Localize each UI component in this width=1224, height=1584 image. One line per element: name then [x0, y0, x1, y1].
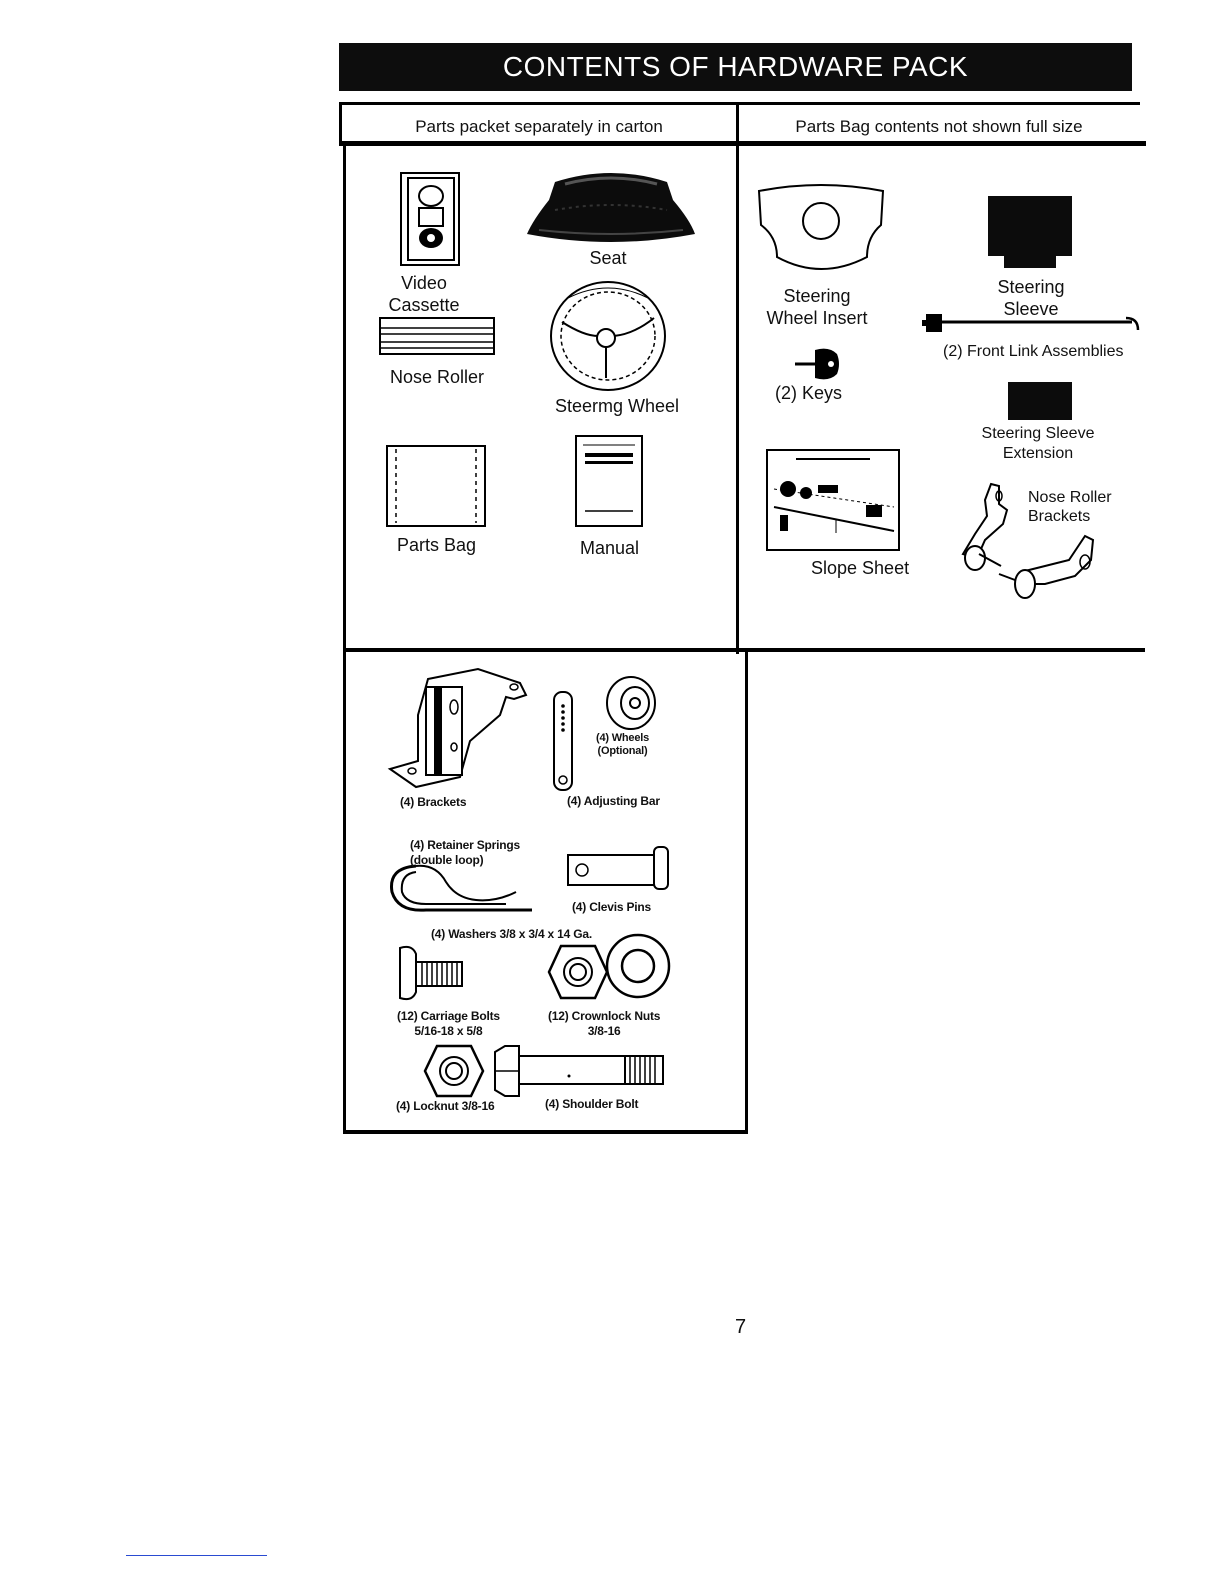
steering-sleeve-extension-label: Steering Sleeve Extension	[981, 425, 1095, 462]
footer-link-line	[126, 1555, 267, 1556]
hardware-bottom-rule	[343, 1130, 748, 1134]
header-bottom-rule	[339, 141, 1146, 146]
section-divider	[343, 648, 1145, 652]
bracket-icon	[387, 667, 528, 789]
brackets-label: (4) Brackets	[400, 795, 467, 809]
nose-roller-label: Nose Roller	[390, 367, 485, 387]
nose-roller-icon	[379, 317, 495, 355]
steering-sleeve-icon	[988, 196, 1072, 268]
manual-icon	[575, 435, 643, 527]
carriage-bolts-label: (12) Carriage Bolts 5/16-18 x 5/8	[397, 1009, 500, 1038]
video-cassette-icon	[400, 172, 460, 266]
steering-sleeve-label: Steering Sleeve	[997, 277, 1065, 319]
adjusting-bar-label: (4) Adjusting Bar	[567, 794, 660, 808]
page-number: 7	[735, 1316, 747, 1338]
nose-roller-brackets-label: Nose Roller Brackets	[1028, 489, 1112, 525]
keys-label: (2) Keys	[775, 383, 843, 403]
seat-label: Seat	[589, 248, 627, 268]
retainer-springs-label: (4) Retainer Springs (double loop)	[410, 838, 521, 867]
nose-roller-bracket-icon	[961, 482, 1095, 599]
carton-left-rule	[343, 146, 346, 1134]
washers-label: (4) Washers 3/8 x 3/4 x 14 Ga.	[431, 927, 592, 941]
steering-wheel-label: Steermg Wheel	[555, 396, 680, 416]
column-divider	[736, 102, 739, 654]
manual-label: Manual	[580, 538, 640, 558]
slope-sheet-icon	[766, 449, 900, 551]
wheels-label: (4) Wheels (Optional)	[596, 732, 650, 757]
locknut-icon	[423, 1044, 485, 1098]
parts-bag-icon	[386, 445, 486, 527]
key-icon	[795, 348, 839, 380]
retainer-spring-icon	[390, 864, 532, 912]
shoulder-bolt-icon	[494, 1045, 664, 1097]
shoulder-bolt-label: (4) Shoulder Bolt	[545, 1097, 639, 1111]
slope-sheet-label: Slope Sheet	[811, 558, 910, 578]
front-link-assembly-icon	[922, 314, 1140, 332]
steering-wheel-icon	[550, 281, 666, 391]
video-cassette-label: Video Cassette	[388, 273, 460, 315]
locknut-label: (4) Locknut 3/8-16	[396, 1099, 495, 1113]
crownlock-nuts-label: (12) Crownlock Nuts 3/8-16	[548, 1009, 661, 1038]
adjusting-bar-icon	[553, 691, 573, 791]
clevis-pin-icon	[567, 846, 669, 890]
steering-wheel-insert-label: Steering Wheel Insert	[766, 286, 868, 328]
clevis-pins-label: (4) Clevis Pins	[572, 900, 652, 914]
frame-left-rule	[339, 102, 342, 146]
crownlock-nut-icon	[547, 944, 609, 1000]
front-link-assemblies-label: (2) Front Link Assemblies	[943, 343, 1124, 360]
wheel-icon	[606, 676, 656, 730]
page-title: CONTENTS OF HARDWARE PACK	[339, 43, 1132, 91]
parts-bag-label: Parts Bag	[397, 535, 477, 555]
carriage-bolt-icon	[399, 945, 463, 1001]
hardware-right-rule	[745, 652, 748, 1134]
frame-top-rule	[339, 102, 1140, 105]
left-column-header: Parts packet separately in carton	[415, 117, 663, 136]
right-column-header: Parts Bag contents not shown full size	[795, 117, 1083, 136]
steering-sleeve-extension-icon	[1008, 382, 1072, 420]
washer-icon	[605, 933, 671, 999]
seat-icon	[527, 173, 695, 242]
steering-wheel-insert-icon	[757, 184, 885, 270]
